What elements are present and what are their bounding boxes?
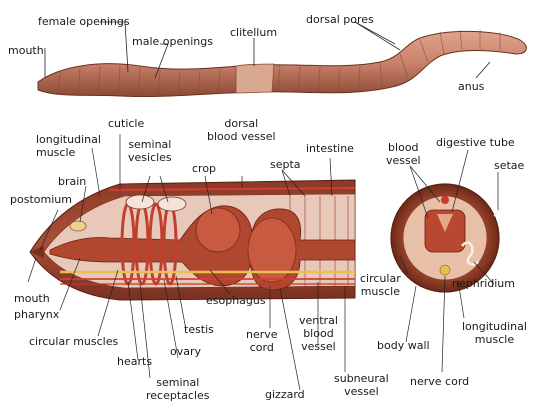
label-ventral-blood-vessel: ventral blood vessel: [299, 314, 338, 353]
label-nerve-cord-cross: nerve cord: [410, 375, 469, 388]
label-circular-muscle: circular muscle: [360, 272, 401, 298]
label-mouth-internal: mouth: [14, 292, 50, 305]
label-mouth-external: mouth: [8, 44, 44, 57]
label-clitellum: clitellum: [230, 26, 277, 39]
label-brain: brain: [58, 175, 86, 188]
label-crop: crop: [192, 162, 216, 175]
label-seminal-vesicles: seminal vesicles: [128, 138, 172, 164]
label-nerve-cord-section: nerve cord: [246, 328, 278, 354]
label-anus: anus: [458, 80, 484, 93]
label-male-openings: male openings: [132, 35, 213, 48]
label-longitudinal-muscle-cross: longitudinal muscle: [462, 320, 527, 346]
longitudinal-section: [30, 180, 355, 300]
brain: [70, 221, 86, 231]
label-pharynx: pharynx: [14, 308, 59, 321]
cross-dorsal-vessel: [441, 196, 449, 204]
label-hearts: hearts: [117, 355, 152, 368]
cross-nerve-cord: [440, 265, 450, 275]
worm-body: [38, 31, 526, 96]
label-cuticle: cuticle: [108, 117, 144, 130]
label-setae: setae: [494, 159, 524, 172]
label-subneural-vessel: subneural vessel: [334, 372, 389, 398]
label-longitudinal-muscle: longitudinal muscle: [36, 133, 101, 159]
label-body-wall: body wall: [377, 339, 430, 352]
label-ovary: ovary: [170, 345, 201, 358]
label-nephridium: nephridium: [452, 277, 515, 290]
whole-worm: [38, 30, 526, 97]
label-blood-vessel: blood vessel: [386, 141, 421, 167]
label-circular-muscles: circular muscles: [29, 335, 118, 348]
label-dorsal-pores: dorsal pores: [306, 13, 374, 26]
label-digestive-tube: digestive tube: [436, 136, 515, 149]
label-dorsal-blood-vessel: dorsal blood vessel: [207, 117, 276, 143]
label-seminal-receptacles: seminal receptacles: [146, 376, 210, 402]
label-female-openings: female openings: [38, 15, 130, 28]
label-testis: testis: [184, 323, 214, 336]
clitellum-band: [236, 64, 274, 93]
label-intestine: intestine: [306, 142, 354, 155]
label-postomium: postomium: [10, 193, 72, 206]
label-gizzard: gizzard: [265, 388, 305, 401]
label-esophagus: esophagus: [206, 294, 266, 307]
label-septa: septa: [270, 158, 301, 171]
cross-section: [391, 184, 502, 292]
crop: [196, 208, 240, 252]
